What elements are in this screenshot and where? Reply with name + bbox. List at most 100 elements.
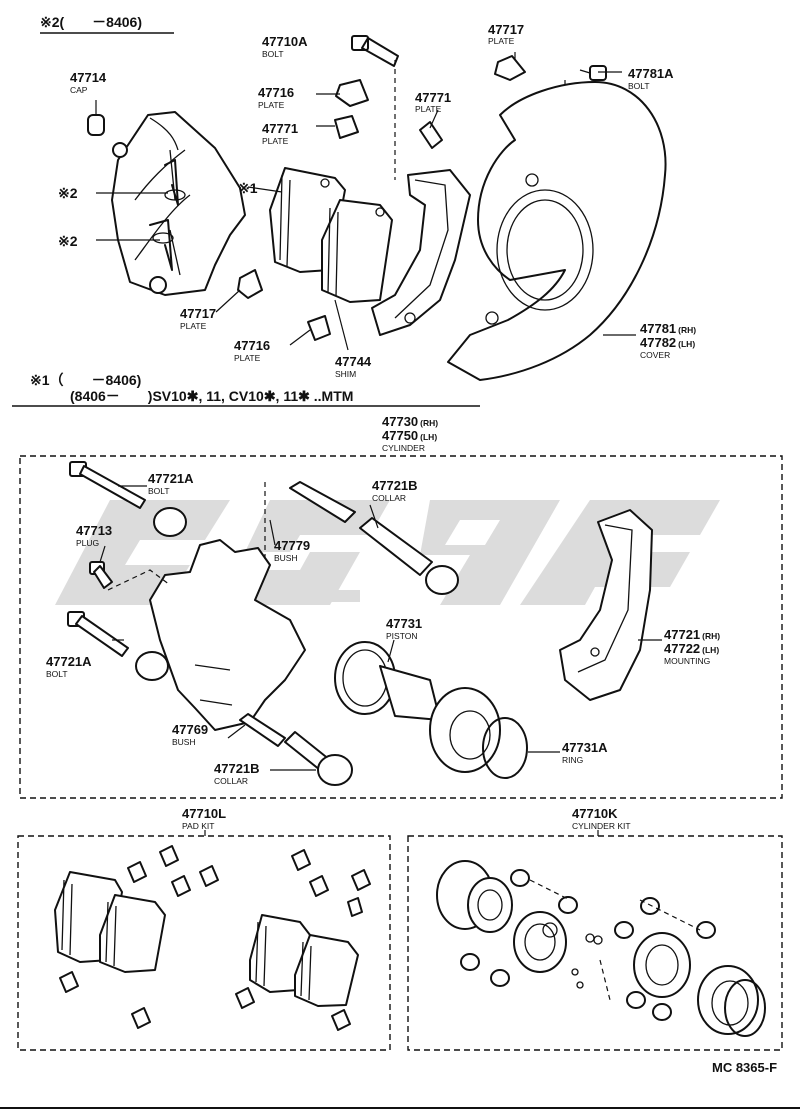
cylinder-kit-boot-left — [436, 860, 513, 933]
svg-text:PLATE: PLATE — [262, 136, 289, 146]
bolt-47710A-part — [351, 35, 399, 67]
pad-kit-pads-right — [249, 914, 359, 1007]
cylinder-kit-frame — [407, 835, 783, 1051]
svg-text:47781(RH): 47781(RH) — [640, 321, 696, 336]
svg-text:47721A: 47721A — [148, 471, 194, 486]
svg-text:47710A: 47710A — [262, 34, 308, 49]
mark-2-lower: ※2 — [58, 233, 78, 249]
svg-text:47714: 47714 — [70, 70, 107, 85]
svg-text:47744: 47744 — [335, 354, 372, 369]
callout-47710A: 47710A BOLT — [262, 34, 308, 59]
piston-part — [334, 641, 501, 773]
svg-text:47716: 47716 — [234, 338, 270, 353]
svg-text:PLATE: PLATE — [180, 321, 207, 331]
svg-text:47781A: 47781A — [628, 66, 674, 81]
svg-text:47710L: 47710L — [182, 806, 226, 821]
svg-text:47731: 47731 — [386, 616, 422, 631]
svg-text:47716: 47716 — [258, 85, 294, 100]
ring-part — [482, 717, 528, 779]
svg-text:BOLT: BOLT — [262, 49, 284, 59]
svg-text:47782(LH): 47782(LH) — [640, 335, 695, 350]
plug-47713-part — [89, 561, 113, 589]
svg-text:PAD KIT: PAD KIT — [182, 821, 214, 831]
cap-part — [87, 114, 105, 136]
plate-47771-top-part — [334, 115, 359, 139]
svg-text:CYLINDER KIT: CYLINDER KIT — [572, 821, 631, 831]
svg-text:47731A: 47731A — [562, 740, 608, 755]
plate-47716-lower-part — [307, 315, 331, 341]
callout-47716-top: 47716 PLATE — [258, 85, 294, 110]
svg-text:47721B: 47721B — [372, 478, 418, 493]
callout-47717-top: 47717 PLATE — [488, 22, 524, 46]
note-1-line-1: ※1（ －8406) — [30, 372, 141, 388]
svg-text:PLATE: PLATE — [415, 104, 442, 114]
pad-kit-clips — [59, 845, 371, 1031]
svg-text:47769: 47769 — [172, 722, 208, 737]
brake-pad-inner — [321, 199, 393, 303]
note-2-range: ※2( －8406) — [40, 14, 142, 30]
cylinder-kit-boot-right — [697, 965, 766, 1037]
svg-text:PLUG: PLUG — [76, 538, 99, 548]
svg-text:CYLINDER: CYLINDER — [382, 443, 425, 453]
note-1-line-2: (8406－ )SV10✱, 11, CV10✱, 11✱ ..MTM — [70, 388, 353, 404]
mounting-bracket-middle — [559, 509, 653, 701]
svg-text:47750(LH): 47750(LH) — [382, 428, 437, 443]
callout-47716-lower: 47716 PLATE — [234, 338, 270, 363]
svg-text:BOLT: BOLT — [628, 81, 650, 91]
callout-47721B-lower: 47721B COLLAR — [214, 761, 260, 786]
bush-upper-part — [153, 507, 187, 537]
svg-text:PISTON: PISTON — [386, 631, 418, 641]
plate-47716-top-part — [335, 79, 369, 107]
callout-mounting: 47721(RH) 47722(LH) MOUNTING — [664, 627, 720, 666]
svg-text:BUSH: BUSH — [274, 553, 298, 563]
svg-text:47779: 47779 — [274, 538, 310, 553]
svg-text:47721A: 47721A — [46, 654, 92, 669]
svg-text:47721(RH): 47721(RH) — [664, 627, 720, 642]
plate-47771-right-part — [419, 121, 443, 149]
callout-47714: 47714 CAP — [70, 70, 107, 95]
svg-text:SHIM: SHIM — [335, 369, 356, 379]
svg-text:CAP: CAP — [70, 85, 88, 95]
bolt-47721A-upper-part — [69, 461, 146, 509]
svg-text:BUSH: BUSH — [172, 737, 196, 747]
svg-text:47717: 47717 — [488, 22, 524, 37]
cylinder-assembly-frame — [19, 455, 783, 799]
svg-text:BOLT: BOLT — [46, 669, 68, 679]
callout-47721A-upper: 47721A BOLT — [148, 471, 194, 496]
callout-47721A-lower: 47721A BOLT — [46, 654, 92, 679]
plate-47717-top-part — [494, 55, 526, 81]
callout-cylinder: 47730(RH) 47750(LH) CYLINDER — [382, 414, 438, 453]
callout-47710L: 47710L PAD KIT — [182, 806, 226, 831]
svg-text:47730(RH): 47730(RH) — [382, 414, 438, 429]
dust-cover — [447, 81, 667, 381]
svg-text:PLATE: PLATE — [234, 353, 261, 363]
callout-47771-left: 47771 PLATE — [262, 121, 298, 146]
cylinder-kit-piston-right — [633, 932, 691, 998]
svg-text:COVER: COVER — [640, 350, 670, 360]
svg-text:47710K: 47710K — [572, 806, 618, 821]
spring-clip-lower — [149, 219, 174, 271]
svg-text:COLLAR: COLLAR — [214, 776, 248, 786]
callout-47744: 47744 SHIM — [335, 354, 372, 379]
callout-47710K: 47710K CYLINDER KIT — [572, 806, 631, 831]
plate-47717-lower-part — [237, 269, 263, 299]
mark-1: ※1 — [238, 180, 258, 196]
bolt-47721A-lower-part — [67, 611, 129, 657]
svg-text:COLLAR: COLLAR — [372, 493, 406, 503]
svg-text:MOUNTING: MOUNTING — [664, 656, 710, 666]
svg-text:47722(LH): 47722(LH) — [664, 641, 719, 656]
svg-text:47713: 47713 — [76, 523, 112, 538]
pad-kit-pads-left — [54, 871, 166, 973]
callout-47731: 47731 PISTON — [386, 616, 422, 641]
cylinder-kit-bushings — [460, 869, 716, 1021]
svg-text:BOLT: BOLT — [148, 486, 170, 496]
mark-2-upper: ※2 — [58, 185, 78, 201]
callout-47731A: 47731A RING — [562, 740, 608, 765]
svg-text:PLATE: PLATE — [258, 100, 285, 110]
bolt-47781A-part — [579, 65, 607, 81]
callout-47779: 47779 BUSH — [274, 538, 310, 563]
callout-47771-right: 47771 PLATE — [415, 90, 451, 114]
callout-47781A: 47781A BOLT — [628, 66, 674, 91]
cylinder-kit-piston-mid — [513, 911, 567, 973]
